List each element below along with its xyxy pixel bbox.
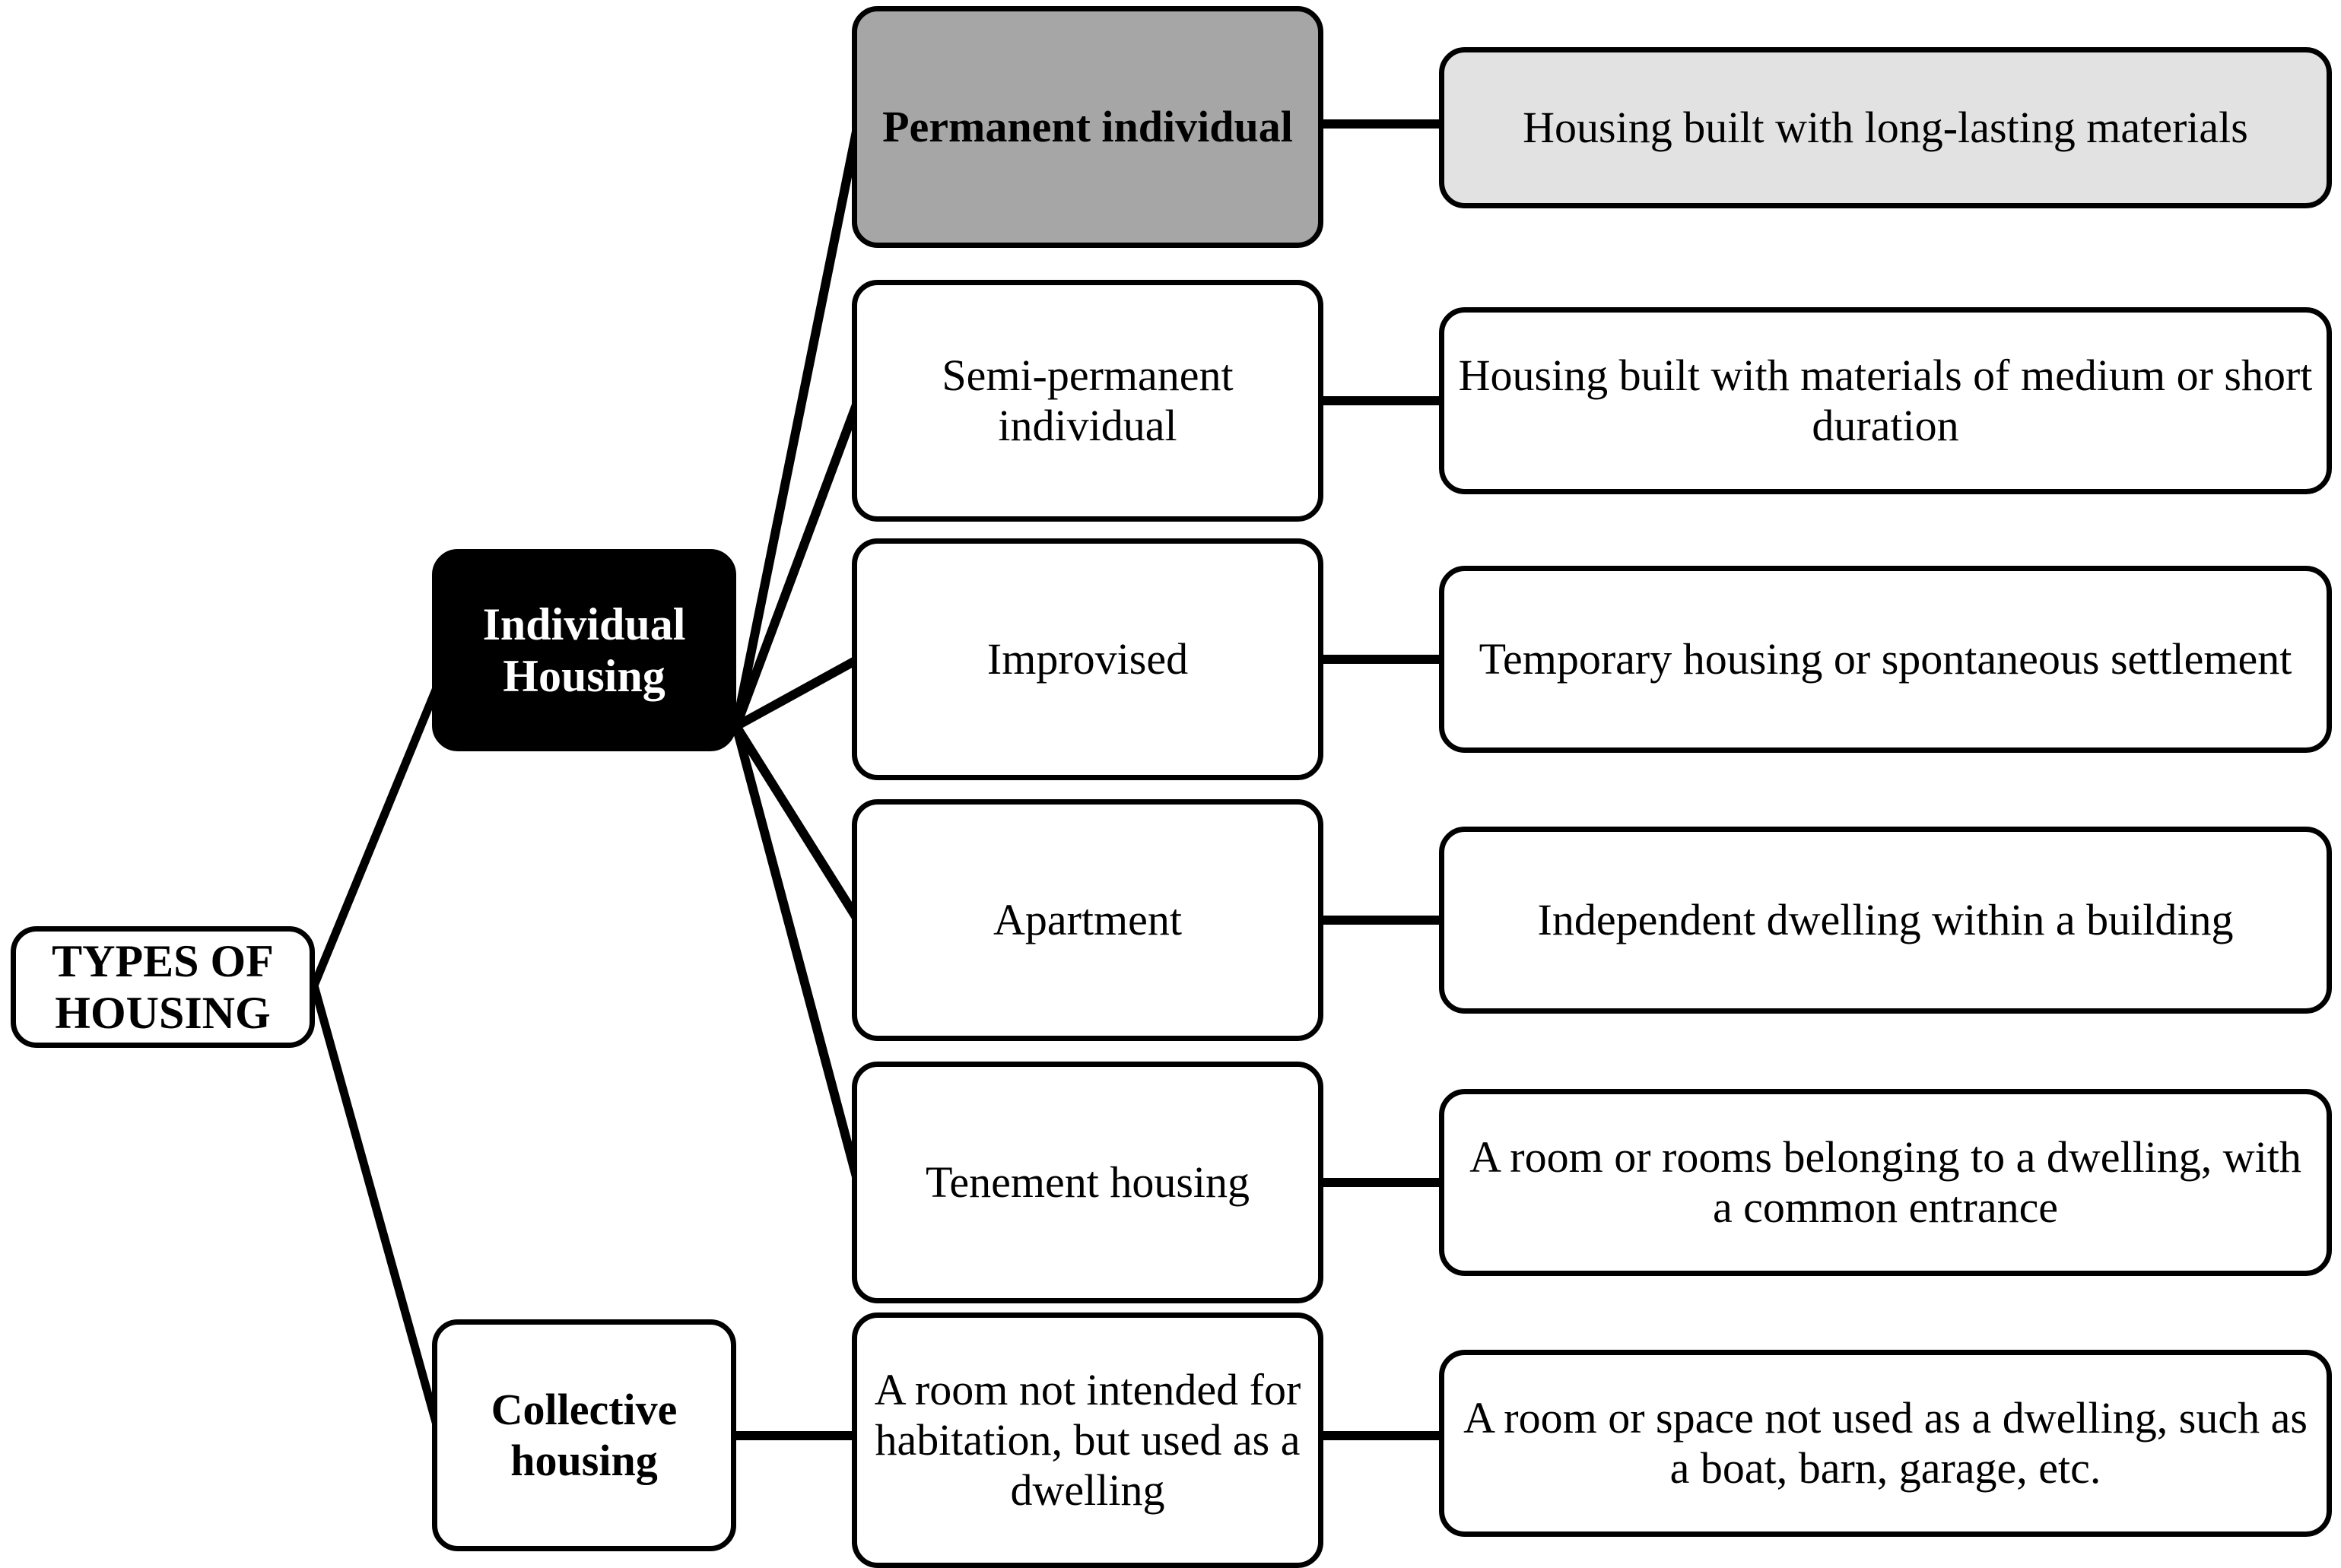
connector-individual-improvised: [734, 655, 860, 731]
type-node-permanent-individual[interactable]: Permanent individual: [852, 6, 1323, 248]
connector-individual-apartment: [732, 723, 862, 923]
connector-root-collective: [310, 984, 444, 1437]
type-node-tenement-housing-label: Tenement housing: [925, 1157, 1250, 1207]
type-node-room-not-intended-for-habitation[interactable]: A room not intended for habitation, but …: [852, 1312, 1323, 1568]
branch-node-individual-housing[interactable]: Individual Housing: [432, 549, 736, 751]
description-node-apartment-label: Independent dwelling within a building: [1537, 894, 2234, 944]
connector-individual-tenement: [732, 725, 862, 1184]
connector-individual-permanent: [732, 122, 862, 728]
type-node-improvised[interactable]: Improvised: [852, 538, 1323, 780]
description-node-improvised[interactable]: Temporary housing or spontaneous settlem…: [1439, 566, 2332, 753]
type-node-semi-permanent-individual-label: Semi-permanent individual: [942, 350, 1234, 450]
type-node-apartment-label: Apartment: [993, 894, 1183, 944]
connector-root-individual: [310, 678, 444, 988]
root-node-types-of-housing[interactable]: TYPES OF HOUSING: [11, 926, 315, 1048]
type-node-semi-permanent-individual[interactable]: Semi-permanent individual: [852, 280, 1323, 522]
description-node-room-not-intended-for-habitation[interactable]: A room or space not used as a dwelling, …: [1439, 1350, 2332, 1537]
description-node-apartment[interactable]: Independent dwelling within a building: [1439, 827, 2332, 1014]
type-node-tenement-housing[interactable]: Tenement housing: [852, 1062, 1323, 1303]
description-node-tenement-housing-label: A room or rooms belonging to a dwelling,…: [1469, 1132, 2301, 1232]
branch-node-collective-housing[interactable]: Collective housing: [432, 1319, 736, 1551]
branch-node-collective-housing-label: Collective housing: [491, 1385, 678, 1485]
root-node-label: TYPES OF HOUSING: [52, 935, 274, 1038]
description-node-permanent-individual-label: Housing built with long-lasting material…: [1523, 102, 2248, 152]
type-node-improvised-label: Improvised: [986, 633, 1189, 684]
type-node-room-not-intended-for-habitation-label: A room not intended for habitation, but …: [874, 1364, 1301, 1516]
description-node-tenement-housing[interactable]: A room or rooms belonging to a dwelling,…: [1439, 1089, 2332, 1276]
description-node-improvised-label: Temporary housing or spontaneous settlem…: [1479, 633, 2292, 684]
description-node-permanent-individual[interactable]: Housing built with long-lasting material…: [1439, 47, 2332, 208]
type-node-permanent-individual-label: Permanent individual: [882, 101, 1293, 151]
description-node-room-not-intended-for-habitation-label: A room or space not used as a dwelling, …: [1463, 1392, 2308, 1493]
connector-individual-semipermanent: [732, 398, 862, 728]
branch-node-individual-housing-label: Individual Housing: [482, 598, 686, 701]
type-node-apartment[interactable]: Apartment: [852, 799, 1323, 1041]
description-node-semi-permanent-individual-label: Housing built with materials of medium o…: [1458, 350, 2313, 450]
description-node-semi-permanent-individual[interactable]: Housing built with materials of medium o…: [1439, 307, 2332, 494]
